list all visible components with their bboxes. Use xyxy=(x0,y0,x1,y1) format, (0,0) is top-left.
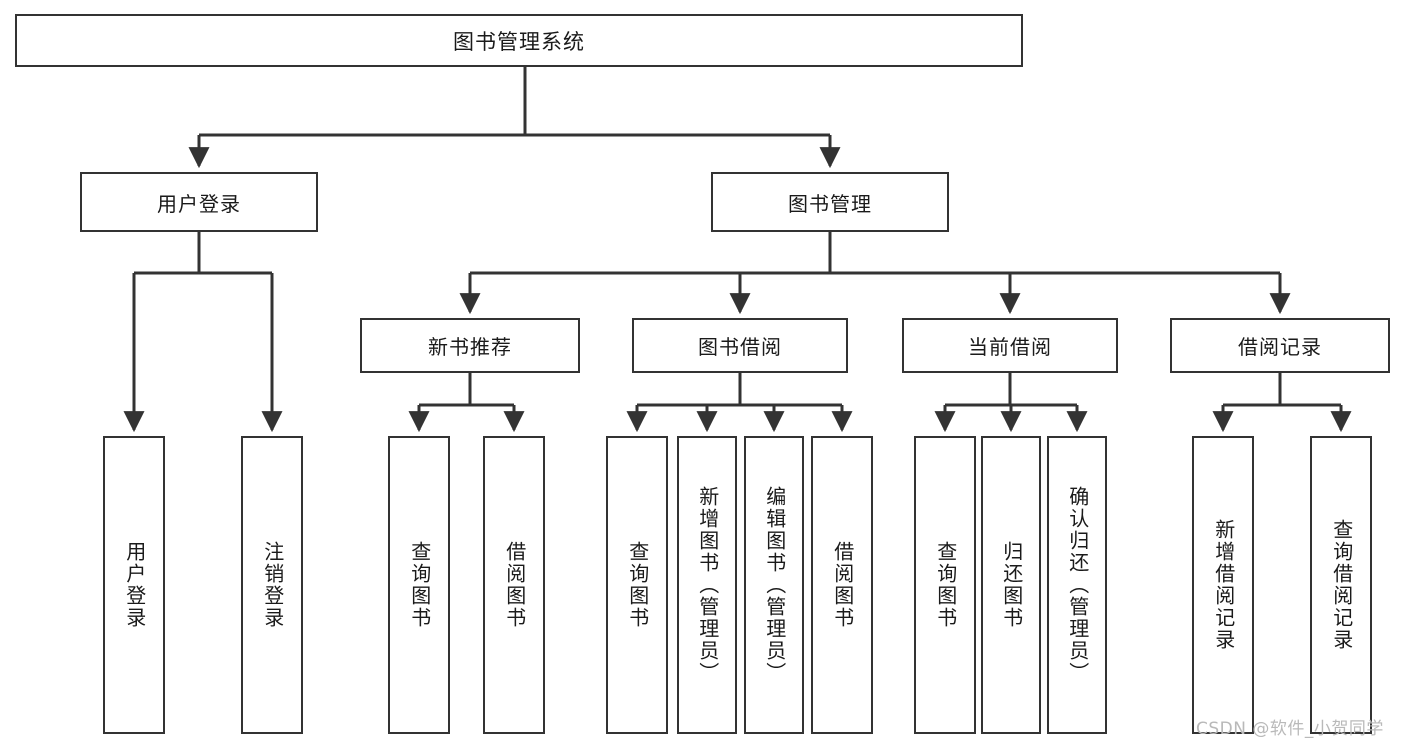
node-book-borrow[interactable]: 图书借阅 xyxy=(632,318,848,373)
node-leaf-confirm-return[interactable]: 确认归还（管理员） xyxy=(1047,436,1107,734)
node-root-label: 图书管理系统 xyxy=(453,29,585,54)
node-user-login-label: 用户登录 xyxy=(157,191,241,216)
node-book-borrow-label: 图书借阅 xyxy=(698,335,782,359)
node-leaf-edit-book[interactable]: 编辑图书（管理员） xyxy=(744,436,804,734)
node-leaf-borrow-book-2-label: 借阅图书 xyxy=(830,541,855,629)
node-current-borrow[interactable]: 当前借阅 xyxy=(902,318,1118,373)
node-leaf-query-book-1-label: 查询图书 xyxy=(407,541,432,629)
node-leaf-query-record[interactable]: 查询借阅记录 xyxy=(1310,436,1372,734)
node-leaf-query-book-3[interactable]: 查询图书 xyxy=(914,436,976,734)
node-leaf-query-book-2[interactable]: 查询图书 xyxy=(606,436,668,734)
node-borrow-record-label: 借阅记录 xyxy=(1238,335,1322,359)
node-new-book-recommend-label: 新书推荐 xyxy=(428,335,512,359)
node-root[interactable]: 图书管理系统 xyxy=(15,14,1023,67)
node-leaf-add-record-label: 新增借阅记录 xyxy=(1211,519,1236,651)
node-leaf-user-login[interactable]: 用户登录 xyxy=(103,436,165,734)
node-book-manage-label: 图书管理 xyxy=(788,191,872,216)
node-leaf-borrow-book-1-label: 借阅图书 xyxy=(502,541,527,629)
node-leaf-borrow-book-1[interactable]: 借阅图书 xyxy=(483,436,545,734)
node-current-borrow-label: 当前借阅 xyxy=(968,335,1052,359)
node-book-manage[interactable]: 图书管理 xyxy=(711,172,949,232)
node-leaf-return-book[interactable]: 归还图书 xyxy=(981,436,1041,734)
node-leaf-borrow-book-2[interactable]: 借阅图书 xyxy=(811,436,873,734)
node-leaf-confirm-return-label: 确认归还（管理员） xyxy=(1065,486,1090,684)
node-leaf-add-book[interactable]: 新增图书（管理员） xyxy=(677,436,737,734)
node-borrow-record[interactable]: 借阅记录 xyxy=(1170,318,1390,373)
node-leaf-query-book-1[interactable]: 查询图书 xyxy=(388,436,450,734)
node-leaf-edit-book-label: 编辑图书（管理员） xyxy=(762,486,787,684)
node-leaf-logout-label: 注销登录 xyxy=(260,541,285,629)
node-leaf-query-record-label: 查询借阅记录 xyxy=(1329,519,1354,651)
node-leaf-return-book-label: 归还图书 xyxy=(999,541,1024,629)
node-leaf-add-record[interactable]: 新增借阅记录 xyxy=(1192,436,1254,734)
node-leaf-user-login-label: 用户登录 xyxy=(122,541,147,629)
node-leaf-logout[interactable]: 注销登录 xyxy=(241,436,303,734)
node-new-book-recommend[interactable]: 新书推荐 xyxy=(360,318,580,373)
node-leaf-query-book-3-label: 查询图书 xyxy=(933,541,958,629)
csdn-watermark: CSDN @软件_小贺同学 xyxy=(1196,719,1384,739)
node-leaf-query-book-2-label: 查询图书 xyxy=(625,541,650,629)
node-user-login[interactable]: 用户登录 xyxy=(80,172,318,232)
node-leaf-add-book-label: 新增图书（管理员） xyxy=(695,486,720,684)
